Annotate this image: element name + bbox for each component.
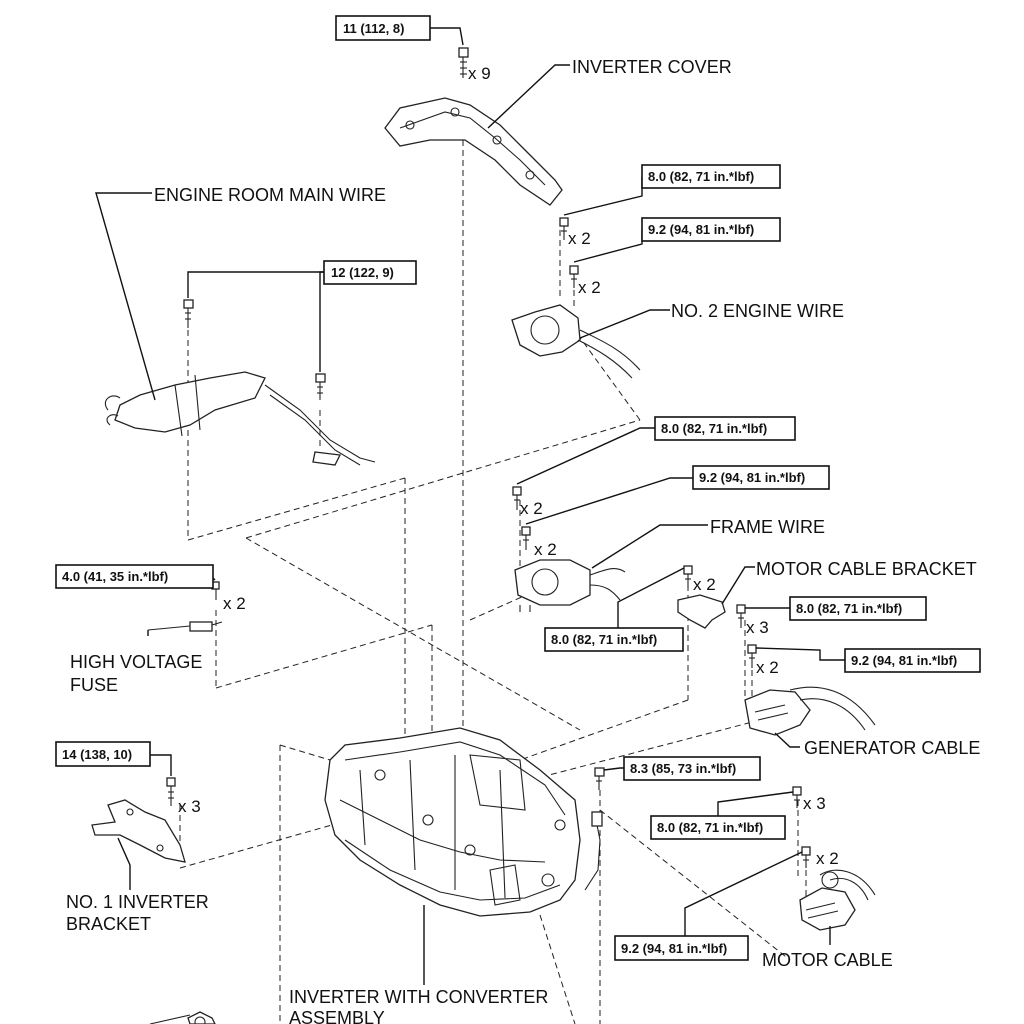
frame-wire-part	[514, 559, 626, 612]
label-engine-room-main-wire: ENGINE ROOM MAIN WIRE	[154, 185, 386, 205]
torque-spec-12: 8.3 (85, 73 in.*lbf)	[623, 756, 761, 781]
part-labels: INVERTER COVER ENGINE ROOM MAIN WIRE NO.…	[66, 57, 980, 1024]
quantity-label: x 2	[520, 499, 543, 518]
inverter-cover-part	[384, 97, 563, 206]
bolt-icon	[559, 217, 569, 240]
bolt-icon	[521, 526, 531, 550]
label-frame-wire: FRAME WIRE	[710, 517, 825, 537]
torque-spec-14: 9.2 (94, 81 in.*lbf)	[614, 935, 749, 961]
svg-text:12 (122, 9): 12 (122, 9)	[331, 265, 394, 280]
bolt-icon	[569, 265, 579, 288]
torque-spec-13: 8.0 (82, 71 in.*lbf)	[650, 815, 786, 840]
label-no1-inverter-bracket-1: NO. 1 INVERTER	[66, 892, 209, 912]
torque-spec-11: 14 (138, 10)	[55, 741, 151, 767]
bolt-icon	[594, 767, 605, 790]
quantity-label: x 2	[223, 594, 246, 613]
torque-spec-1: 11 (112, 8)	[335, 15, 431, 41]
torque-spec-8: 8.0 (82, 71 in.*lbf)	[544, 627, 684, 652]
quantity-label: x 3	[803, 794, 826, 813]
bolt-icon	[747, 644, 757, 668]
torque-spec-10: 9.2 (94, 81 in.*lbf)	[844, 648, 981, 673]
bolt-icon	[183, 299, 194, 328]
svg-text:8.0 (82, 71 in.*lbf): 8.0 (82, 71 in.*lbf)	[657, 820, 763, 835]
inverter-assembly-part	[324, 727, 603, 917]
label-high-voltage-fuse-1: HIGH VOLTAGE	[70, 652, 202, 672]
bolt-icon	[792, 786, 802, 808]
torque-spec-9: 8.0 (82, 71 in.*lbf)	[789, 596, 927, 621]
label-inverter-assembly-2: ASSEMBLY	[289, 1008, 385, 1024]
svg-text:9.2 (94, 81 in.*lbf): 9.2 (94, 81 in.*lbf)	[851, 653, 957, 668]
torque-spec-6: 9.2 (94, 81 in.*lbf)	[692, 465, 830, 490]
high-voltage-fuse-part	[147, 621, 223, 632]
leader-lines	[95, 27, 845, 985]
torque-spec-3: 9.2 (94, 81 in.*lbf)	[641, 217, 781, 242]
svg-text:8.0 (82, 71 in.*lbf): 8.0 (82, 71 in.*lbf)	[796, 601, 902, 616]
bolt-icon	[736, 604, 746, 628]
svg-text:4.0 (41, 35 in.*lbf): 4.0 (41, 35 in.*lbf)	[62, 569, 168, 584]
motor-cable-bracket-part	[677, 594, 726, 629]
svg-text:8.3 (85, 73 in.*lbf): 8.3 (85, 73 in.*lbf)	[630, 761, 736, 776]
quantity-label: x 2	[693, 575, 716, 594]
label-inverter-assembly-1: INVERTER WITH CONVERTER	[289, 987, 548, 1007]
engine-room-main-wire-part	[104, 371, 376, 466]
label-generator-cable: GENERATOR CABLE	[804, 738, 980, 758]
svg-text:9.2 (94, 81 in.*lbf): 9.2 (94, 81 in.*lbf)	[621, 941, 727, 956]
no2-engine-wire-part	[511, 304, 641, 379]
label-high-voltage-fuse-2: FUSE	[70, 675, 118, 695]
bolt-icon	[315, 373, 326, 400]
label-no2-engine-wire: NO. 2 ENGINE WIRE	[671, 301, 844, 321]
quantity-label: x 2	[578, 278, 601, 297]
svg-text:8.0 (82, 71 in.*lbf): 8.0 (82, 71 in.*lbf)	[661, 421, 767, 436]
svg-text:11 (112, 8): 11 (112, 8)	[343, 21, 404, 36]
motor-cable-part	[799, 869, 876, 931]
bolt-icon	[683, 565, 693, 588]
partial-part-bottom-left	[149, 1011, 216, 1024]
quantity-label: x 3	[178, 797, 201, 816]
bolt-icon	[166, 777, 176, 806]
quantity-label: x 2	[568, 229, 591, 248]
torque-spec-4: 12 (122, 9)	[323, 260, 417, 285]
bolt-icon	[512, 486, 522, 510]
svg-text:9.2 (94, 81 in.*lbf): 9.2 (94, 81 in.*lbf)	[648, 222, 754, 237]
torque-spec-5: 8.0 (82, 71 in.*lbf)	[654, 416, 796, 441]
bolt-icon	[801, 846, 811, 868]
svg-text:14 (138, 10): 14 (138, 10)	[62, 747, 132, 762]
quantity-label: x 2	[534, 540, 557, 559]
label-motor-cable-bracket: MOTOR CABLE BRACKET	[756, 559, 977, 579]
bolt-icon	[458, 47, 469, 78]
label-motor-cable: MOTOR CABLE	[762, 950, 893, 970]
torque-spec-7: 4.0 (41, 35 in.*lbf)	[55, 564, 214, 589]
label-no1-inverter-bracket-2: BRACKET	[66, 914, 151, 934]
label-inverter-cover: INVERTER COVER	[572, 57, 732, 77]
quantity-label: x 2	[756, 658, 779, 677]
quantity-label: x 2	[816, 849, 839, 868]
svg-text:8.0 (82, 71 in.*lbf): 8.0 (82, 71 in.*lbf)	[551, 632, 657, 647]
quantity-label: x 9	[468, 64, 491, 83]
quantity-label: x 3	[746, 618, 769, 637]
svg-text:9.2 (94, 81 in.*lbf): 9.2 (94, 81 in.*lbf)	[699, 470, 805, 485]
no1-inverter-bracket-part	[91, 799, 186, 863]
generator-cable-part	[744, 686, 876, 736]
svg-text:8.0 (82, 71 in.*lbf): 8.0 (82, 71 in.*lbf)	[648, 169, 754, 184]
quantity-markers: x 9 x 2 x 2 x 2 x 2 x 2 x 2 x 3 x 2 x 3 …	[178, 64, 839, 868]
torque-spec-2: 8.0 (82, 71 in.*lbf)	[641, 164, 781, 189]
